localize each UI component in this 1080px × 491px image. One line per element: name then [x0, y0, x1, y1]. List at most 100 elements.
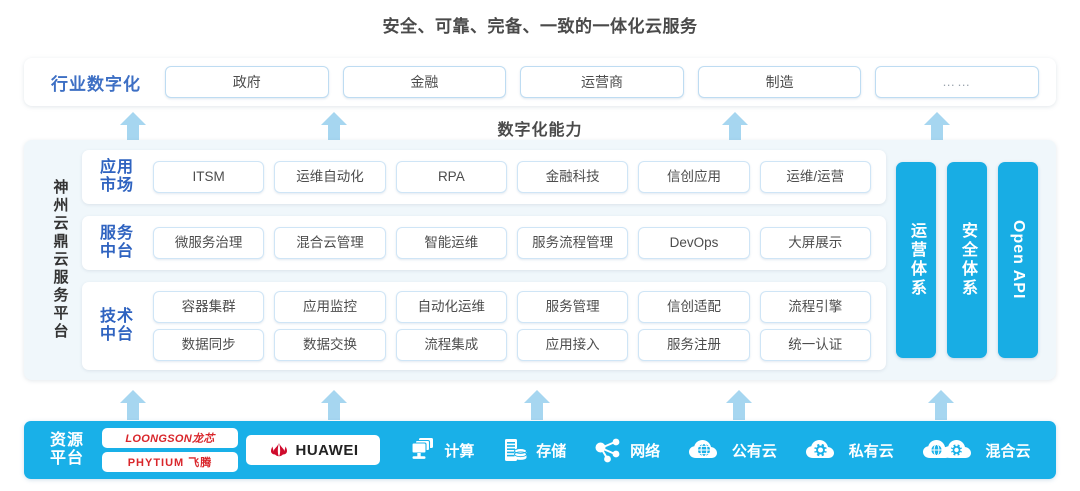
platform-vertical-label-text: 神州云鼎云服务平台: [51, 179, 69, 341]
resource-item-private-cloud-label: 私有云: [848, 442, 894, 460]
pillar-operations-system-label: 运营体系: [908, 222, 925, 298]
layer-row: 容器集群 应用监控 自动化运维 服务管理 信创适配 流程引擎: [148, 291, 876, 323]
cell-automated-ops[interactable]: 自动化运维: [395, 291, 507, 323]
page-title: 安全、可靠、完备、一致的一体化云服务: [382, 17, 698, 36]
cell-app-access[interactable]: 应用接入: [516, 329, 629, 361]
cell-microservice-governance[interactable]: 微服务治理: [153, 227, 265, 259]
up-arrow-icon: [726, 390, 752, 420]
huawei-petal-icon: [270, 443, 287, 457]
resource-items: 计算 存储: [380, 436, 1044, 464]
cell-rpa[interactable]: RPA: [395, 161, 507, 193]
cell-service-process-mgmt[interactable]: 服务流程管理: [516, 227, 629, 259]
cloud-service-platform-panel: 神州云鼎云服务平台 应用 市场 ITSM 运维自动化 RPA 金融科技 信创应用…: [24, 140, 1056, 380]
layer-label-line2: 中台: [99, 326, 134, 343]
resource-item-network[interactable]: 网络: [593, 436, 660, 464]
pillar-operations-system[interactable]: 运营体系: [896, 162, 936, 358]
platform-layer-stack: 应用 市场 ITSM 运维自动化 RPA 金融科技 信创应用 运维/运营 服务 …: [82, 150, 894, 370]
up-arrow-icon: [524, 390, 550, 420]
resource-label-line1: 资源: [49, 431, 84, 449]
resource-item-public-cloud[interactable]: 公有云: [687, 436, 777, 464]
cell-unified-auth[interactable]: 统一认证: [759, 329, 871, 361]
up-arrow-icon: [321, 112, 347, 142]
layer-tech-midplatform-label: 技术 中台: [86, 308, 148, 344]
private-cloud-icon: [805, 440, 834, 458]
cell-xinchuang-adaptation[interactable]: 信创适配: [638, 291, 750, 323]
cell-data-sync[interactable]: 数据同步: [153, 329, 265, 361]
resource-item-public-cloud-label: 公有云: [731, 442, 777, 460]
layer-service-midplatform-rows: 微服务治理 混合云管理 智能运维 服务流程管理 DevOps 大屏展示: [148, 227, 876, 259]
cell-intelligent-ops[interactable]: 智能运维: [395, 227, 507, 259]
cell-ops-automation[interactable]: 运维自动化: [274, 161, 386, 193]
resource-item-private-cloud[interactable]: 私有云: [804, 436, 894, 464]
up-arrow-icon: [321, 390, 347, 420]
cell-process-integration[interactable]: 流程集成: [395, 329, 507, 361]
industry-chip-finance[interactable]: 金融: [342, 66, 507, 98]
huawei-logo: HUAWEI: [246, 435, 380, 465]
layer-label-line2: 市场: [99, 177, 134, 194]
upper-arrow-band: [0, 112, 1080, 142]
layer-service-midplatform: 服务 中台 微服务治理 混合云管理 智能运维 服务流程管理 DevOps 大屏展…: [82, 216, 886, 270]
storage-icon: [505, 439, 528, 461]
cell-itsm[interactable]: ITSM: [153, 161, 265, 193]
industry-chip-government[interactable]: 政府: [165, 66, 329, 98]
pillar-security-system-label: 安全体系: [959, 222, 976, 298]
pillar-security-system[interactable]: 安全体系: [947, 162, 987, 358]
up-arrow-icon: [120, 112, 146, 142]
resource-item-hybrid-cloud[interactable]: 混合云: [921, 436, 1031, 464]
layer-label-line1: 服务: [99, 225, 134, 243]
huawei-logo-text: HUAWEI: [295, 441, 359, 459]
resource-item-hybrid-cloud-label: 混合云: [985, 442, 1031, 460]
cell-process-engine[interactable]: 流程引擎: [759, 291, 871, 323]
layer-app-market: 应用 市场 ITSM 运维自动化 RPA 金融科技 信创应用 运维/运营: [82, 150, 886, 204]
resource-item-storage[interactable]: 存储: [501, 436, 566, 464]
cell-container-cluster[interactable]: 容器集群: [153, 291, 265, 323]
compute-icon: [411, 438, 434, 459]
industry-digitalization-row: 行业数字化 政府 金融 运营商 制造 ……: [24, 58, 1056, 106]
layer-row: 微服务治理 混合云管理 智能运维 服务流程管理 DevOps 大屏展示: [148, 227, 876, 259]
cell-hybrid-cloud-mgmt[interactable]: 混合云管理: [274, 227, 386, 259]
vertical-pillars: 运营体系 安全体系 Open API: [894, 150, 1042, 370]
resource-item-storage-label: 存储: [536, 442, 567, 460]
resource-platform-bar: 资源 平台 LOONGSON龙芯 PHYTIUM 飞腾 HUAWEI 计算: [24, 421, 1056, 479]
pillar-open-api[interactable]: Open API: [998, 162, 1038, 358]
cell-xinchuang-app[interactable]: 信创应用: [638, 161, 750, 193]
layer-tech-midplatform-rows: 容器集群 应用监控 自动化运维 服务管理 信创适配 流程引擎 数据同步 数据交换…: [148, 291, 876, 361]
layer-tech-midplatform: 技术 中台 容器集群 应用监控 自动化运维 服务管理 信创适配 流程引擎 数据同…: [82, 282, 886, 370]
industry-chip-more[interactable]: ……: [875, 66, 1039, 98]
layer-service-midplatform-label: 服务 中台: [86, 225, 148, 261]
cell-service-mgmt[interactable]: 服务管理: [516, 291, 629, 323]
up-arrow-icon: [928, 390, 954, 420]
digital-capability-label: 数字化能力: [497, 122, 583, 139]
vendor-logo-stack: LOONGSON龙芯 PHYTIUM 飞腾: [102, 428, 238, 472]
phytium-logo: PHYTIUM 飞腾: [102, 452, 238, 472]
industry-chip-telecom[interactable]: 运营商: [520, 66, 684, 98]
layer-app-market-rows: ITSM 运维自动化 RPA 金融科技 信创应用 运维/运营: [148, 161, 876, 193]
pillar-open-api-label: Open API: [1010, 220, 1027, 300]
platform-vertical-label: 神州云鼎云服务平台: [38, 150, 82, 370]
cell-app-monitoring[interactable]: 应用监控: [274, 291, 386, 323]
loongson-logo: LOONGSON龙芯: [102, 428, 238, 448]
network-icon: [595, 438, 620, 463]
public-cloud-icon: [688, 440, 717, 458]
layer-app-market-label: 应用 市场: [86, 159, 148, 195]
up-arrow-icon: [924, 112, 950, 142]
resource-platform-label: 资源 平台: [36, 432, 98, 469]
hybrid-cloud-icon: [922, 440, 971, 458]
cell-large-screen-display[interactable]: 大屏展示: [759, 227, 871, 259]
layer-row: ITSM 运维自动化 RPA 金融科技 信创应用 运维/运营: [148, 161, 876, 193]
cell-data-exchange[interactable]: 数据交换: [274, 329, 386, 361]
resource-item-compute[interactable]: 计算: [407, 436, 474, 464]
layer-label-line2: 中台: [99, 243, 134, 260]
industry-chip-manufacturing[interactable]: 制造: [697, 66, 862, 98]
up-arrow-icon: [722, 112, 748, 142]
resource-item-network-label: 网络: [630, 442, 661, 460]
resource-item-compute-label: 计算: [444, 442, 475, 460]
cell-fintech[interactable]: 金融科技: [516, 161, 629, 193]
layer-row: 数据同步 数据交换 流程集成 应用接入 服务注册 统一认证: [148, 329, 876, 361]
cell-service-registry[interactable]: 服务注册: [638, 329, 750, 361]
cell-devops[interactable]: DevOps: [638, 227, 750, 259]
industry-row-label: 行业数字化: [51, 74, 141, 94]
cell-ops-operations[interactable]: 运维/运营: [759, 161, 871, 193]
layer-label-line1: 技术: [99, 308, 134, 326]
layer-label-line1: 应用: [99, 159, 134, 177]
